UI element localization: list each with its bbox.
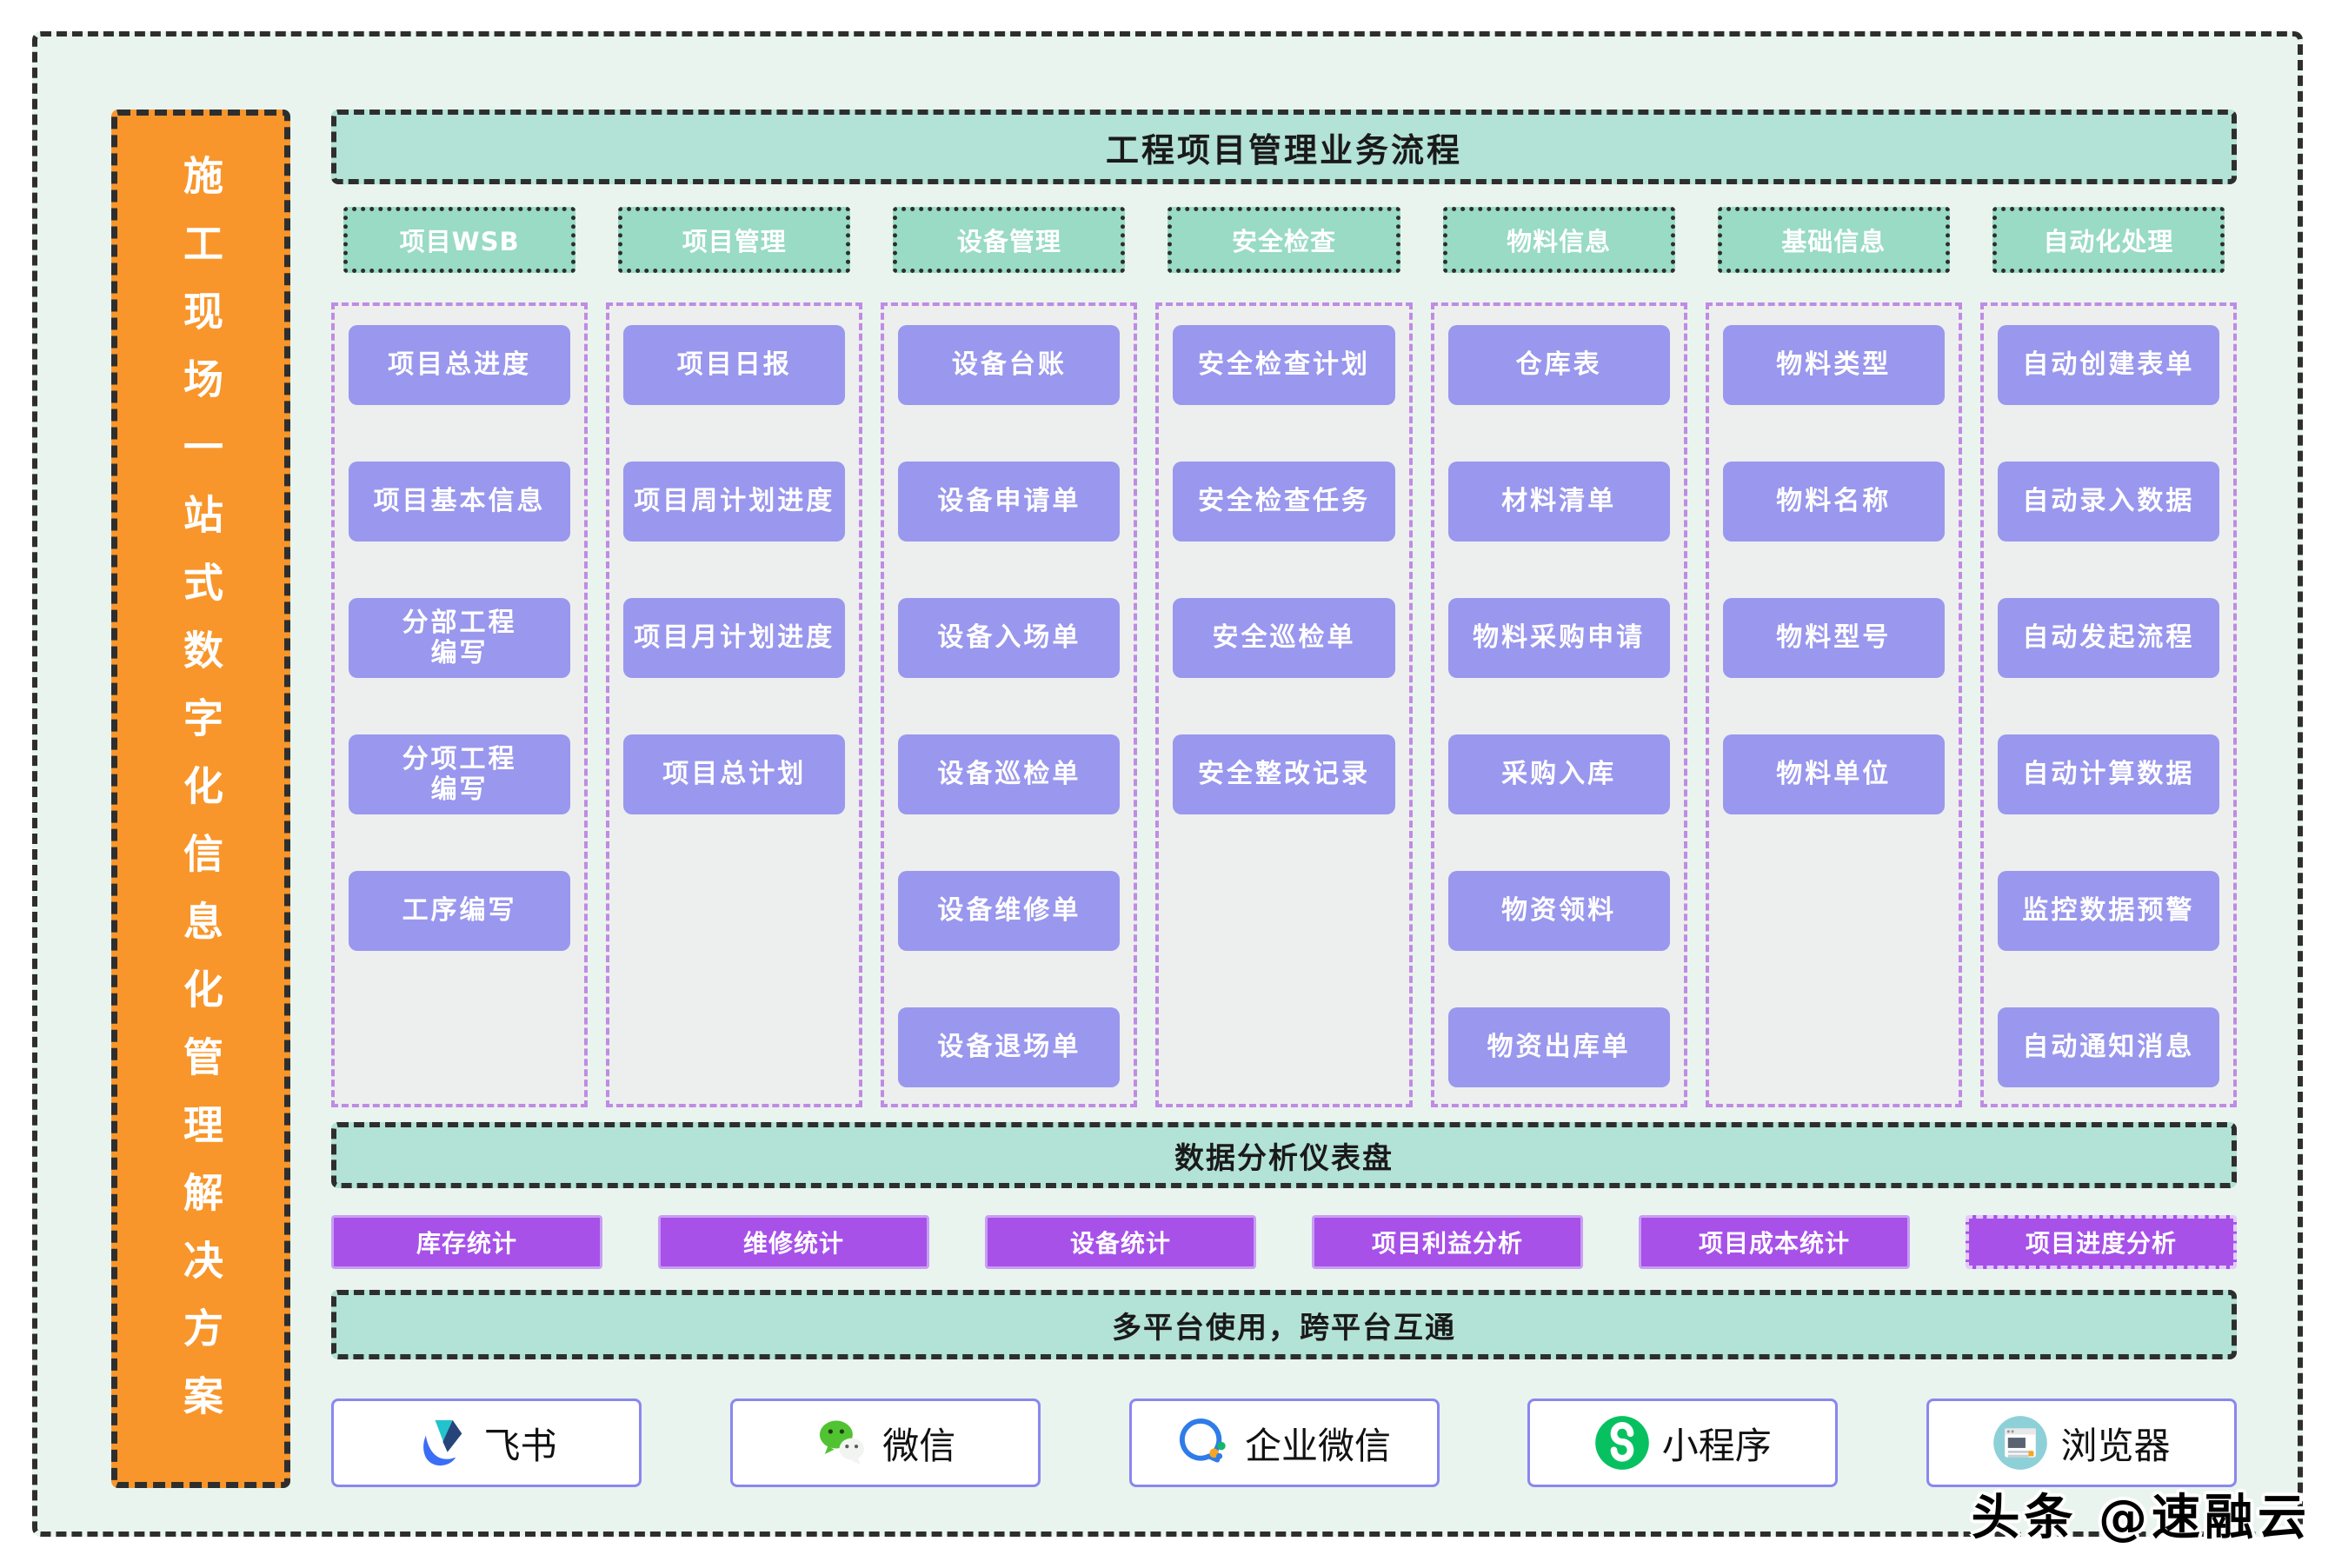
analytics-button-4[interactable]: 项目成本统计 [1639,1215,1910,1269]
column-header-5[interactable]: 基础信息 [1717,207,1950,273]
item-box[interactable]: 项目月计划进度 [623,598,846,678]
solution-title: 施工现场一站式数字化信息化管理解决方案 [177,155,224,1443]
main-area: 工程项目管理业务流程 项目WSB 项目管理设备管理安全检查物料信息基础信息自动化处… [331,110,2237,1487]
item-box[interactable]: 分项工程 编写 [349,734,571,814]
analytics-button-1[interactable]: 维修统计 [658,1215,929,1269]
item-box[interactable]: 设备巡检单 [898,734,1121,814]
item-box[interactable]: 项目总计划 [623,734,846,814]
item-box[interactable]: 设备退场单 [898,1007,1121,1087]
item-box[interactable]: 安全检查任务 [1173,462,1395,541]
item-box[interactable]: 自动创建表单 [1997,325,2219,405]
item-box[interactable]: 项目日报 [623,325,846,405]
analytics-button-5[interactable]: 项目进度分析 [1966,1215,2237,1269]
item-box[interactable]: 设备维修单 [898,871,1121,951]
item-box[interactable]: 项目周计划进度 [623,462,846,541]
column-header-4[interactable]: 物料信息 [1442,207,1675,273]
browser-icon [1992,1415,2048,1471]
wechat-icon [815,1415,870,1471]
item-box[interactable]: 安全检查计划 [1173,325,1395,405]
item-box[interactable]: 仓库表 [1447,325,1670,405]
platform-1[interactable]: 微信 [729,1399,1041,1487]
platform-row: 飞书 微信 企业微信 小程序 浏览器 [331,1399,2237,1487]
item-box[interactable]: 设备台账 [898,325,1121,405]
feishu-icon [416,1415,471,1471]
column-header-0[interactable]: 项目WSB [343,207,576,273]
platform-label: 浏览器 [2060,1424,2171,1467]
column-headers: 项目WSB 项目管理设备管理安全检查物料信息基础信息自动化处理 [331,207,2237,273]
analytics-button-3[interactable]: 项目利益分析 [1312,1215,1583,1269]
platform-4[interactable]: 浏览器 [1926,1399,2237,1487]
item-box[interactable]: 设备入场单 [898,598,1121,678]
item-box[interactable]: 物料类型 [1722,325,1945,405]
columns: 项目总进度项目基本信息分部工程 编写分项工程 编写工序编写项目日报项目周计划进度… [331,302,2237,1107]
column-panel-6: 自动创建表单自动录入数据自动发起流程自动计算数据监控数据预警自动通知消息 [1979,302,2237,1107]
item-box[interactable]: 项目总进度 [349,325,571,405]
item-box[interactable]: 自动通知消息 [1997,1007,2219,1087]
analytics-button-2[interactable]: 设备统计 [985,1215,1256,1269]
item-box[interactable]: 自动计算数据 [1997,734,2219,814]
platform-2[interactable]: 企业微信 [1128,1399,1440,1487]
item-box[interactable]: 安全整改记录 [1173,734,1395,814]
solution-title-bar: 施工现场一站式数字化信息化管理解决方案 [111,110,290,1488]
platform-label: 小程序 [1661,1424,1772,1467]
column-panel-2: 设备台账设备申请单设备入场单设备巡检单设备维修单设备退场单 [881,302,1138,1107]
item-box[interactable]: 物资出库单 [1447,1007,1670,1087]
miniprogram-icon [1594,1415,1650,1471]
wecom-icon [1177,1415,1233,1471]
item-box[interactable]: 物料单位 [1722,734,1945,814]
item-box[interactable]: 材料清单 [1447,462,1670,541]
column-panel-4: 仓库表材料清单物料采购申请采购入库物资领料物资出库单 [1430,302,1687,1107]
column-header-1[interactable]: 项目管理 [618,207,851,273]
item-box[interactable]: 项目基本信息 [349,462,571,541]
column-header-3[interactable]: 安全检查 [1168,207,1400,273]
item-box[interactable]: 采购入库 [1447,734,1670,814]
outer-frame: 施工现场一站式数字化信息化管理解决方案 工程项目管理业务流程 项目WSB 项目管理… [32,31,2303,1537]
item-box[interactable]: 工序编写 [349,871,571,951]
multi-platform-title: 多平台使用，跨平台互通 [1112,1310,1456,1345]
column-panel-5: 物料类型物料名称物料型号物料单位 [1705,302,1962,1107]
item-box[interactable]: 物料采购申请 [1447,598,1670,678]
process-header-title: 工程项目管理业务流程 [1105,130,1462,169]
item-box[interactable]: 监控数据预警 [1997,871,2219,951]
item-box[interactable]: 设备申请单 [898,462,1121,541]
column-header-2[interactable]: 设备管理 [893,207,1126,273]
item-box[interactable]: 自动发起流程 [1997,598,2219,678]
item-box[interactable]: 分部工程 编写 [349,598,571,678]
platform-label: 企业微信 [1244,1424,1391,1467]
analytics-buttons: 库存统计 维修统计 设备统计 项目利益分析 项目成本统计 项目进度分析 [331,1215,2237,1269]
column-panel-3: 安全检查计划安全检查任务安全巡检单安全整改记录 [1155,302,1413,1107]
watermark: 头条 @速融云 [1971,1490,2311,1546]
analytics-button-0[interactable]: 库存统计 [331,1215,602,1269]
multi-platform-band: 多平台使用，跨平台互通 [331,1290,2237,1359]
item-box[interactable]: 自动录入数据 [1997,462,2219,541]
column-panel-1: 项目日报项目周计划进度项目月计划进度项目总计划 [606,302,863,1107]
platform-0[interactable]: 飞书 [331,1399,642,1487]
dashboard-band: 数据分析仪表盘 [331,1122,2237,1188]
process-header-band: 工程项目管理业务流程 [331,110,2237,184]
item-box[interactable]: 物料名称 [1722,462,1945,541]
column-panel-0: 项目总进度项目基本信息分部工程 编写分项工程 编写工序编写 [331,302,589,1107]
column-header-6[interactable]: 自动化处理 [1992,207,2225,273]
item-box[interactable]: 物资领料 [1447,871,1670,951]
item-box[interactable]: 安全巡检单 [1173,598,1395,678]
platform-label: 飞书 [483,1424,557,1467]
dashboard-title: 数据分析仪表盘 [1174,1140,1394,1176]
platform-label: 微信 [882,1424,956,1467]
platform-3[interactable]: 小程序 [1527,1399,1839,1487]
item-box[interactable]: 物料型号 [1722,598,1945,678]
